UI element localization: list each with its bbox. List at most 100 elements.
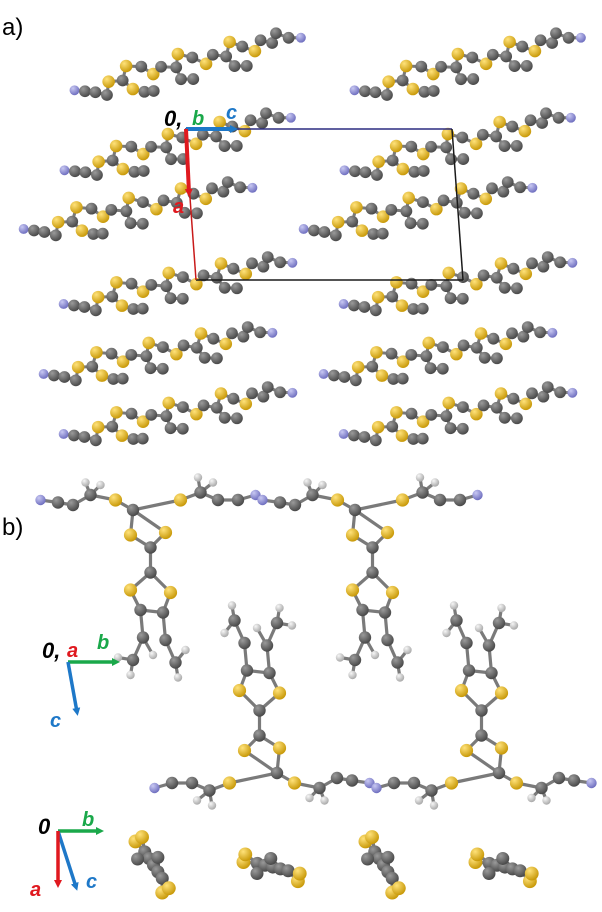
carbon-atom xyxy=(517,330,530,343)
carbon-atom xyxy=(207,332,220,345)
sulfur-atom xyxy=(389,139,403,153)
carbon-atom xyxy=(349,374,362,387)
carbon-atom xyxy=(417,165,430,177)
carbon-atom xyxy=(137,196,149,208)
sulfur-atom xyxy=(110,406,123,419)
nitrogen-atom xyxy=(59,165,70,176)
carbon-atom xyxy=(436,362,449,375)
carbon-atom xyxy=(126,653,140,667)
carbon-atom xyxy=(554,386,567,399)
carbon-atom xyxy=(218,411,231,424)
carbon-atom xyxy=(526,387,538,400)
axis-b-label: b xyxy=(82,809,94,831)
hydrogen-atom xyxy=(208,478,218,487)
carbon-atom xyxy=(471,207,483,220)
carbon-atom xyxy=(160,410,173,423)
axis-triad-panel-a: 0, b c a xyxy=(164,102,238,218)
carbon-atom xyxy=(159,633,172,647)
carbon-atom xyxy=(160,141,173,154)
carbon-atom xyxy=(218,140,231,152)
sulfur-atom xyxy=(102,75,115,88)
sulfur-atom xyxy=(110,276,123,289)
carbon-atom xyxy=(387,776,401,790)
carbon-atom xyxy=(128,165,141,178)
carbon-atom xyxy=(511,282,523,295)
sulfur-atom xyxy=(345,528,360,542)
carbon-atom xyxy=(420,350,433,363)
hydrogen-atom xyxy=(403,645,412,655)
carbon-atom xyxy=(210,130,223,143)
sulfur-atom xyxy=(470,847,485,862)
carbon-atom xyxy=(482,866,496,880)
carbon-atom xyxy=(435,60,447,73)
sulfur-atom xyxy=(518,124,532,138)
sulfur-atom xyxy=(174,182,188,195)
carbon-atom xyxy=(125,277,138,290)
carbon-atom xyxy=(467,187,480,200)
carbon-atom xyxy=(425,278,438,291)
carbon-atom xyxy=(69,374,82,387)
nitrogen-atom xyxy=(567,257,578,268)
carbon-atom xyxy=(369,304,382,317)
carbon-atom xyxy=(437,194,450,207)
carbon-atom xyxy=(157,341,169,353)
axis-a-label: a xyxy=(173,196,184,218)
carbon-atom xyxy=(87,228,100,240)
carbon-atom xyxy=(508,60,521,72)
carbon-atom xyxy=(106,290,119,303)
nitrogen-atom xyxy=(338,429,349,439)
hydrogen-atom xyxy=(509,621,519,630)
carbon-atom xyxy=(496,851,510,865)
sulfur-atom xyxy=(442,266,455,280)
molecule xyxy=(468,847,539,889)
carbon-atom xyxy=(407,433,420,445)
carbon-atom xyxy=(369,434,382,447)
carbon-atom xyxy=(485,666,498,680)
carbon-atom xyxy=(91,169,103,181)
axis-triad-panel-b-top: 0, a b c xyxy=(42,632,120,732)
carbon-atom xyxy=(231,412,243,425)
carbon-atom xyxy=(260,639,274,652)
carbon-atom xyxy=(282,31,295,44)
carbon-atom xyxy=(492,766,506,780)
carbon-atom xyxy=(86,360,99,373)
sulfur-atom xyxy=(493,115,506,129)
carbon-atom xyxy=(256,117,269,129)
carbon-atom xyxy=(396,372,409,385)
carbon-atom xyxy=(253,704,266,717)
panel-b-edge-view xyxy=(128,830,539,900)
carbon-atom xyxy=(254,34,267,47)
carbon-atom xyxy=(416,486,429,499)
sulfur-atom xyxy=(115,299,129,312)
carbon-atom xyxy=(78,431,91,443)
carbon-atom xyxy=(89,434,102,447)
carbon-atom xyxy=(58,371,71,383)
carbon-atom xyxy=(521,321,534,333)
carbon-atom xyxy=(169,656,182,669)
carbon-atom xyxy=(540,107,552,120)
sulfur-atom xyxy=(119,59,133,73)
carbon-atom xyxy=(190,341,203,354)
molecule xyxy=(18,176,258,242)
carbon-atom xyxy=(105,203,118,216)
carbon-atom xyxy=(274,256,287,269)
carbon-atom xyxy=(386,154,399,167)
carbon-atom xyxy=(134,603,147,617)
carbon-atom xyxy=(68,299,80,312)
carbon-atom xyxy=(418,85,431,98)
carbon-atom xyxy=(246,257,258,270)
molecule xyxy=(38,321,278,387)
sulfur-atom xyxy=(509,776,524,790)
carbon-atom xyxy=(396,74,409,87)
sulfur-atom xyxy=(406,82,420,96)
carbon-atom xyxy=(126,503,140,517)
sulfur-atom xyxy=(371,420,385,434)
carbon-atom xyxy=(457,401,469,413)
carbon-atom xyxy=(516,40,529,53)
carbon-atom xyxy=(490,271,503,284)
carbon-atom xyxy=(270,616,284,630)
sulfur-atom xyxy=(75,224,89,237)
carbon-atom xyxy=(227,392,240,405)
carbon-atom xyxy=(404,217,417,230)
